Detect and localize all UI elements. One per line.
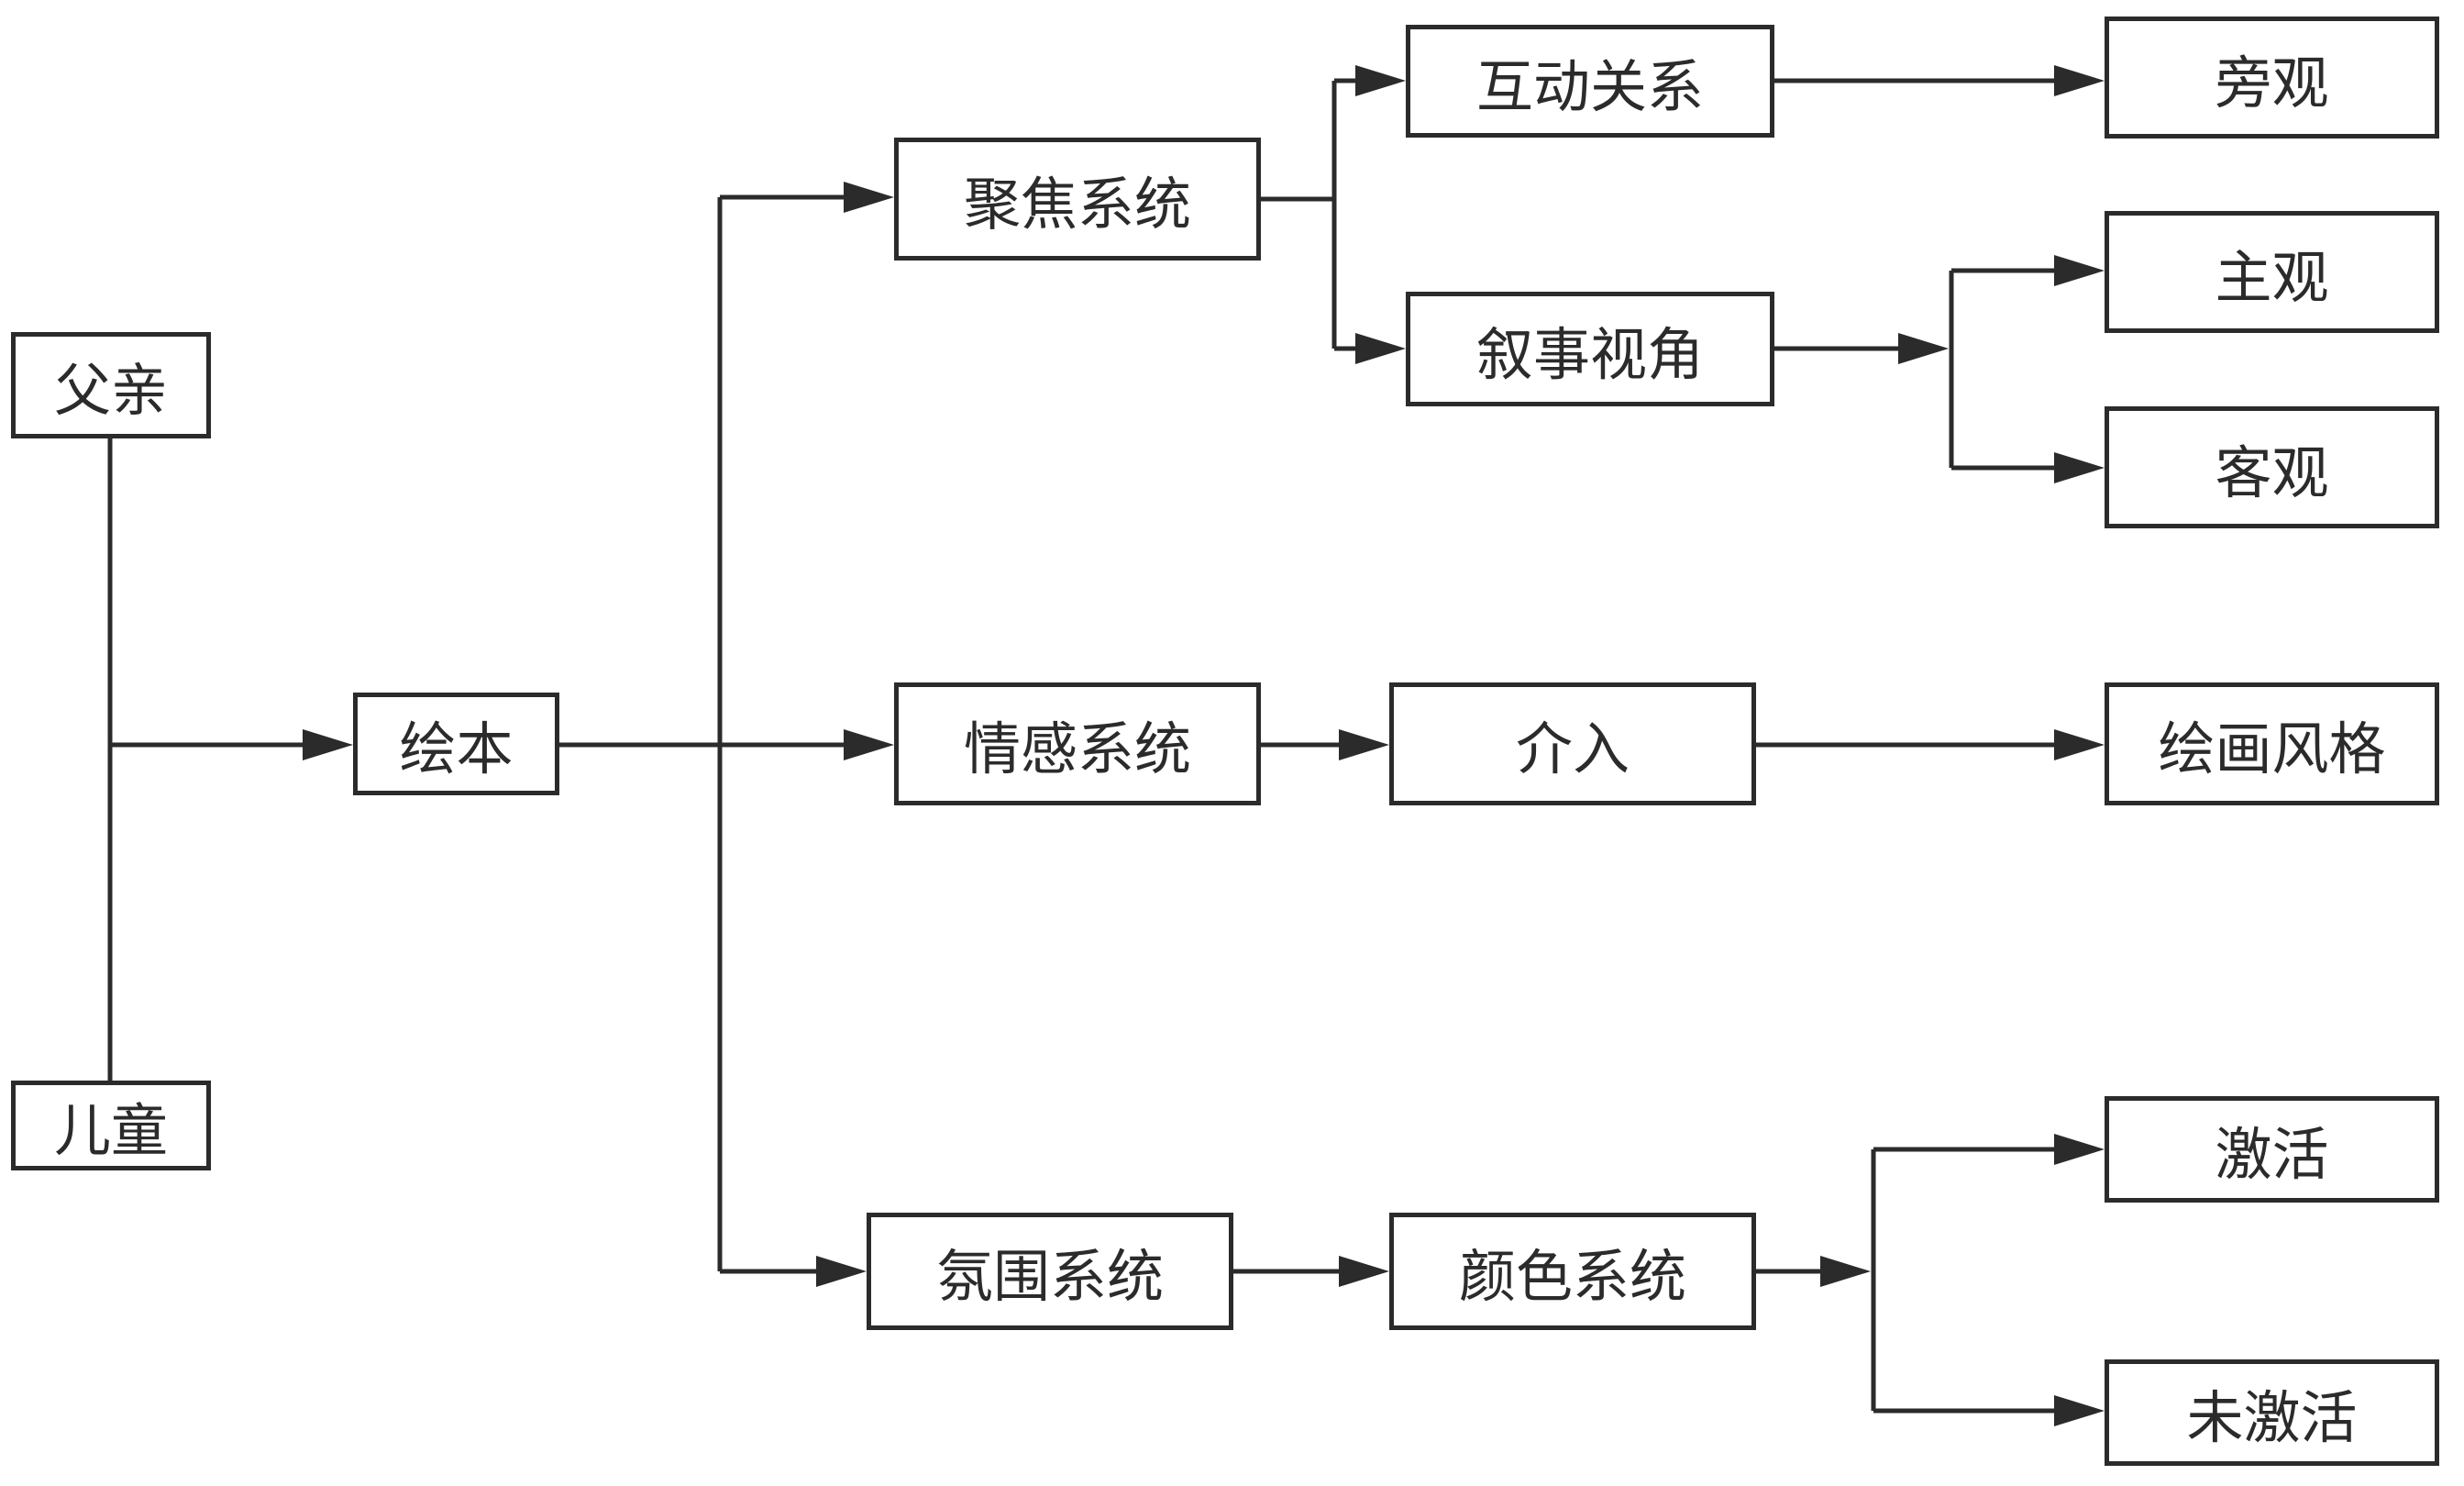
node-atmosphere-system: 氛围系统 [867, 1213, 1233, 1330]
arrowhead [1355, 65, 1406, 96]
node-narrative-view: 叙事视角 [1406, 292, 1774, 406]
node-activated: 激活 [2105, 1096, 2439, 1203]
arrowhead [1898, 333, 1949, 364]
arrowhead [844, 729, 894, 760]
node-focus-system: 聚焦系统 [894, 138, 1261, 261]
node-interaction: 互动关系 [1406, 25, 1774, 138]
node-objective: 客观 [2105, 406, 2439, 528]
arrowhead [2054, 1134, 2105, 1165]
node-color-system: 颜色系统 [1389, 1213, 1756, 1330]
node-intervention: 介入 [1389, 682, 1756, 805]
node-father: 父亲 [11, 332, 211, 438]
arrowhead [816, 1256, 867, 1287]
arrowhead [2054, 65, 2105, 96]
node-picture-book: 绘本 [353, 693, 559, 795]
arrowhead [2054, 255, 2105, 286]
arrowhead [844, 182, 894, 213]
node-painting-style: 绘画风格 [2105, 682, 2439, 805]
node-subjective: 主观 [2105, 211, 2439, 333]
arrowhead [2054, 452, 2105, 483]
arrowhead [1355, 333, 1406, 364]
arrowhead [1820, 1256, 1871, 1287]
node-not-activated: 未激活 [2105, 1359, 2439, 1466]
arrowhead [2054, 1395, 2105, 1426]
arrowhead [2054, 729, 2105, 760]
node-child: 儿童 [11, 1081, 211, 1170]
arrowhead [1339, 729, 1389, 760]
node-onlooker: 旁观 [2105, 17, 2439, 139]
arrowhead [1339, 1256, 1389, 1287]
node-emotion-system: 情感系统 [894, 682, 1261, 805]
arrowhead [303, 729, 353, 760]
